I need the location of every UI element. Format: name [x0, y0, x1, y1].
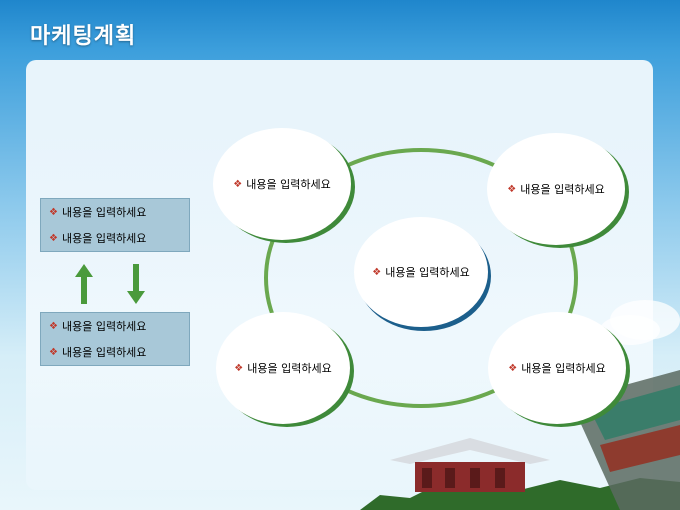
arrow-up-icon: [75, 264, 93, 304]
diamond-bullet-icon: ❖: [49, 206, 58, 218]
list-item: ❖ 내용을 입력하세요: [41, 225, 189, 251]
cycle-node-label: 내용을 입력하세요: [246, 178, 331, 191]
side-box-top: ❖ 내용을 입력하세요 ❖ 내용을 입력하세요: [40, 198, 190, 252]
palace-scenery-image: [360, 370, 680, 510]
diamond-bullet-icon: ❖: [507, 183, 517, 195]
diamond-bullet-icon: ❖: [49, 320, 58, 332]
cycle-node-center: ❖ 내용을 입력하세요: [354, 217, 488, 327]
diamond-bullet-icon: ❖: [233, 178, 243, 190]
cycle-node-label: 내용을 입력하세요: [385, 266, 470, 279]
cycle-ring: [264, 148, 578, 408]
list-item-label: 내용을 입력하세요: [61, 346, 147, 359]
cycle-node-bottom-left: ❖ 내용을 입력하세요: [216, 312, 350, 424]
diamond-bullet-icon: ❖: [508, 362, 518, 374]
list-item-label: 내용을 입력하세요: [61, 206, 147, 219]
cycle-node-top-left: ❖ 내용을 입력하세요: [213, 128, 351, 240]
slide-title: 마케팅계획: [30, 24, 137, 49]
diamond-bullet-icon: ❖: [372, 266, 382, 278]
list-item-label: 내용을 입력하세요: [61, 232, 147, 245]
list-item: ❖ 내용을 입력하세요: [41, 313, 189, 339]
list-item: ❖ 내용을 입력하세요: [41, 339, 189, 365]
diamond-bullet-icon: ❖: [49, 346, 58, 358]
cycle-node-top-right: ❖ 내용을 입력하세요: [487, 133, 625, 245]
list-item: ❖ 내용을 입력하세요: [41, 199, 189, 225]
side-box-bottom: ❖ 내용을 입력하세요 ❖ 내용을 입력하세요: [40, 312, 190, 366]
list-item-label: 내용을 입력하세요: [61, 320, 147, 333]
cycle-node-label: 내용을 입력하세요: [247, 362, 332, 375]
diamond-bullet-icon: ❖: [49, 232, 58, 244]
cycle-node-label: 내용을 입력하세요: [521, 362, 606, 375]
arrow-down-icon: [127, 264, 145, 304]
cycle-node-label: 내용을 입력하세요: [520, 183, 605, 196]
diamond-bullet-icon: ❖: [234, 362, 244, 374]
cycle-node-bottom-right: ❖ 내용을 입력하세요: [488, 312, 626, 424]
